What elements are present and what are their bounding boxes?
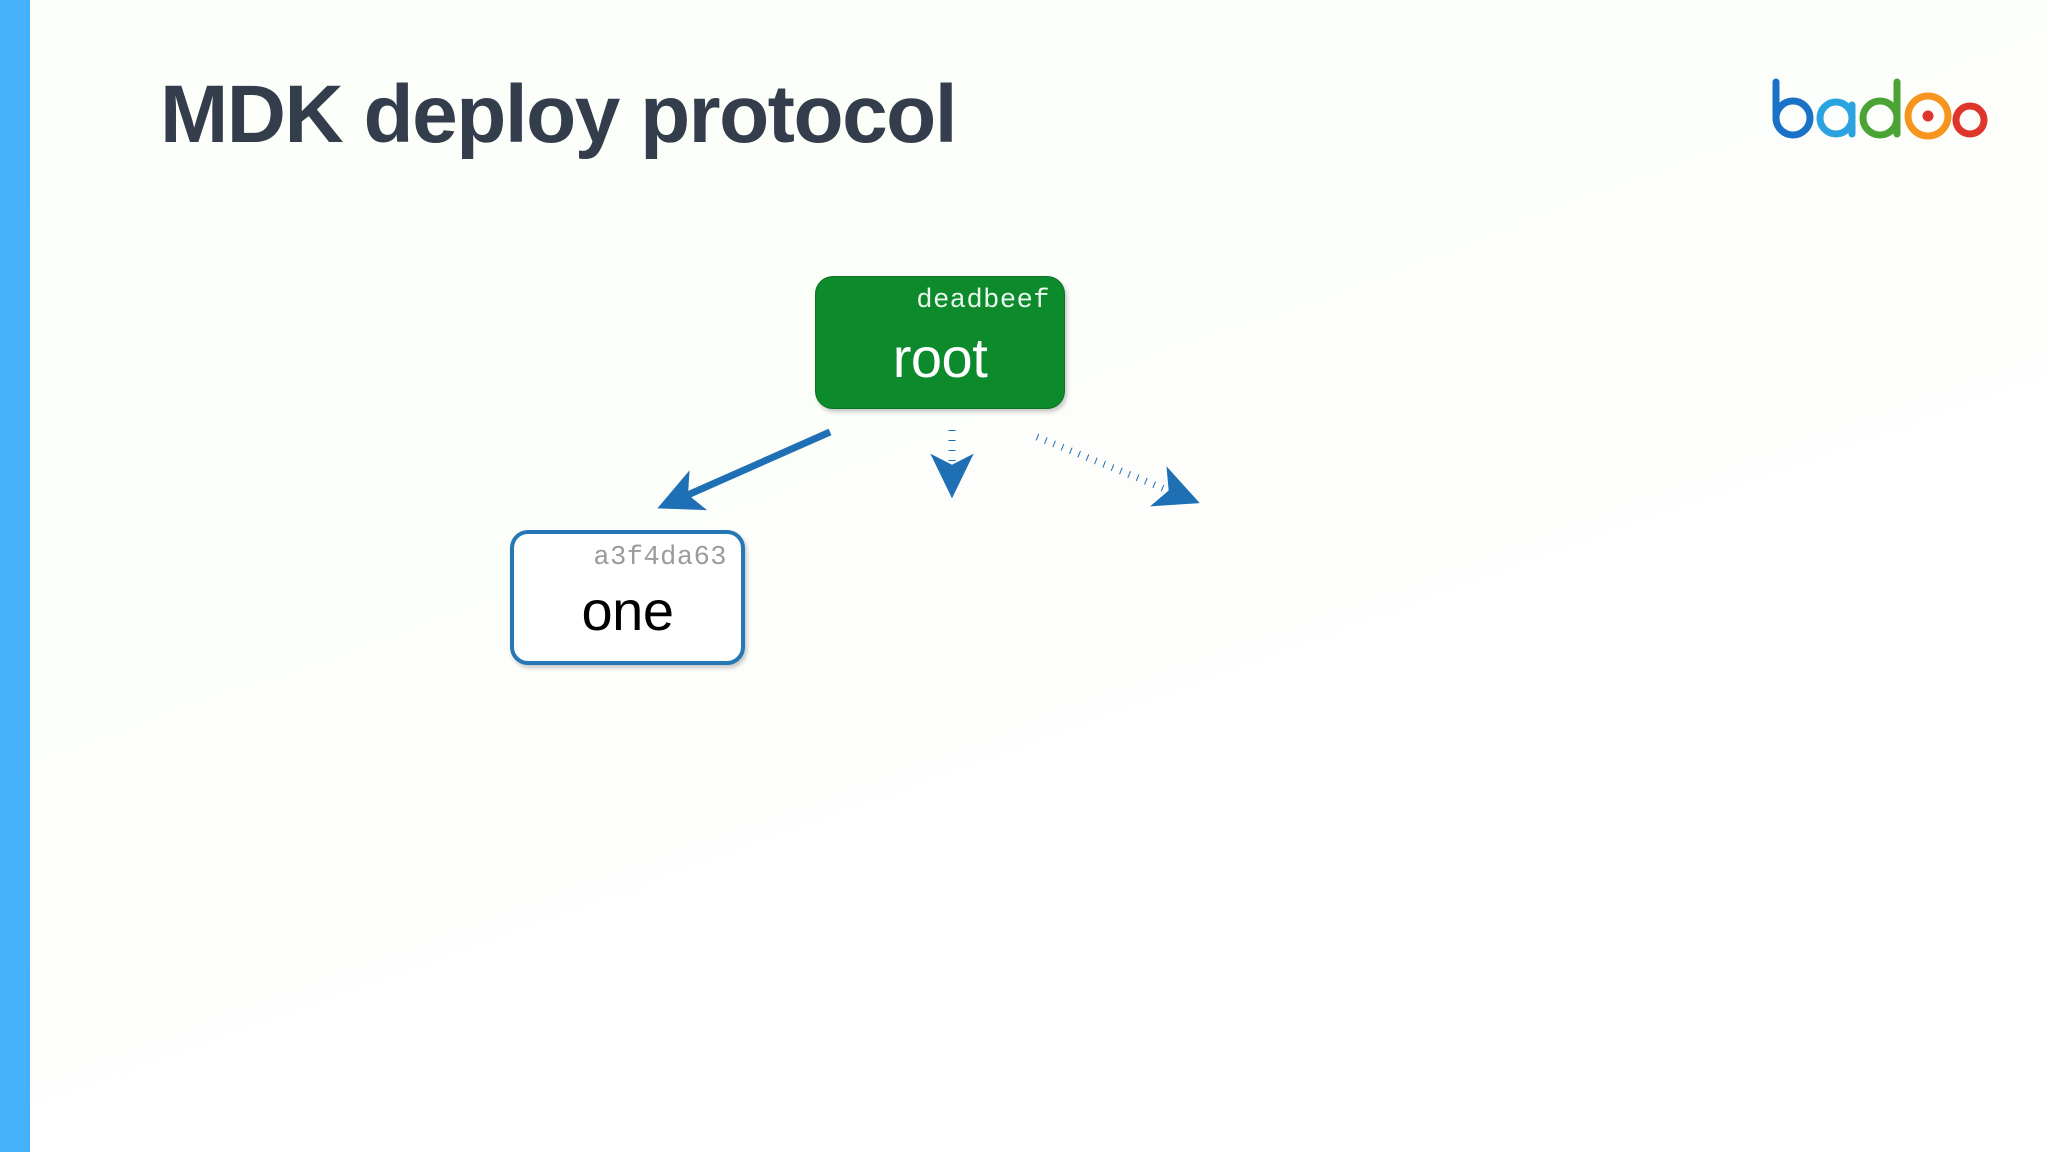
page-title-rest: deploy protocol xyxy=(363,69,958,160)
node-one-hash: a3f4da63 xyxy=(593,543,727,573)
badoo-logo-icon xyxy=(1772,78,1988,140)
badoo-logo xyxy=(1768,78,1988,140)
node-root-label: root xyxy=(892,326,988,389)
node-root[interactable]: deadbeef root xyxy=(815,276,1065,409)
edge-root-to-one xyxy=(657,428,832,511)
node-one-label: one xyxy=(581,579,674,642)
page-title: MDK deploy protocol xyxy=(160,69,958,160)
left-accent-bar xyxy=(0,0,30,1152)
node-one[interactable]: a3f4da63 one xyxy=(510,530,745,665)
node-root-hash: deadbeef xyxy=(916,286,1050,316)
page-title-strong: MDK xyxy=(160,69,344,160)
edge-root-down-right-dotted xyxy=(1035,433,1200,507)
